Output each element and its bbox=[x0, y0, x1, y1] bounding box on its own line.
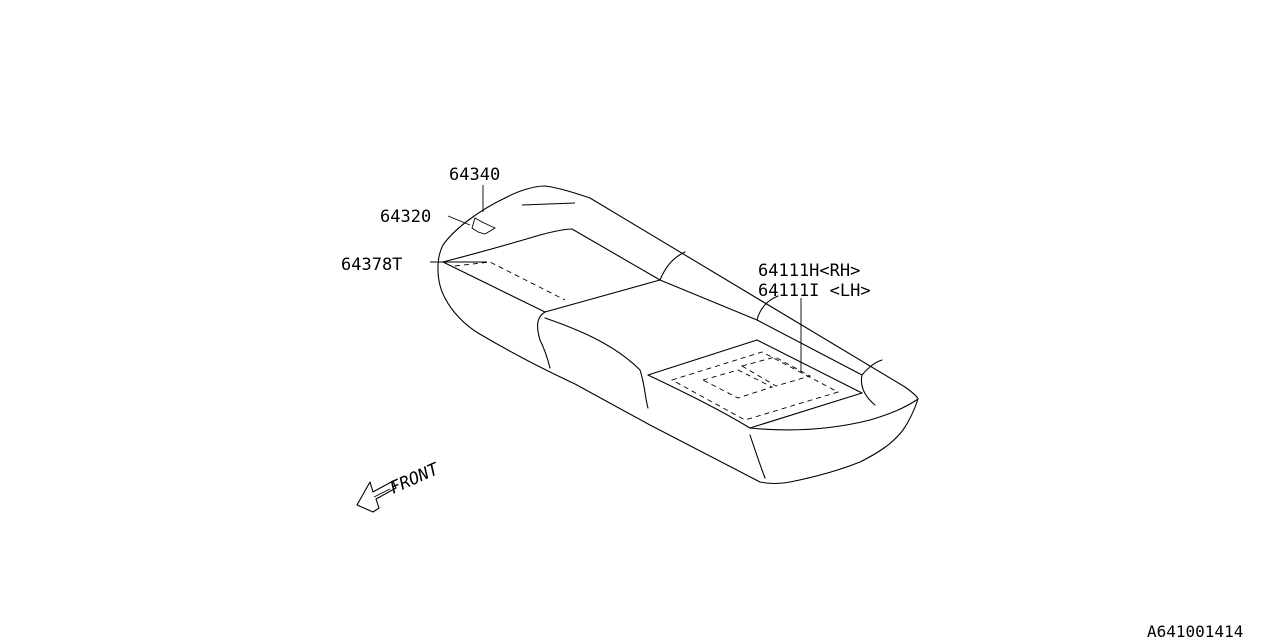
label-64111h: 64111H<RH> bbox=[758, 261, 860, 281]
label-64378t: 64378T bbox=[341, 255, 402, 275]
label-64340: 64340 bbox=[449, 165, 500, 185]
label-64111i: 64111I <LH> bbox=[758, 281, 871, 301]
label-64320: 64320 bbox=[380, 207, 431, 227]
front-label: FRONT bbox=[387, 459, 443, 499]
front-arrow-icon bbox=[356, 480, 397, 513]
diagram-code: A641001414 bbox=[1147, 622, 1243, 640]
leader-lines bbox=[430, 185, 802, 372]
seat-cushion bbox=[437, 185, 919, 485]
